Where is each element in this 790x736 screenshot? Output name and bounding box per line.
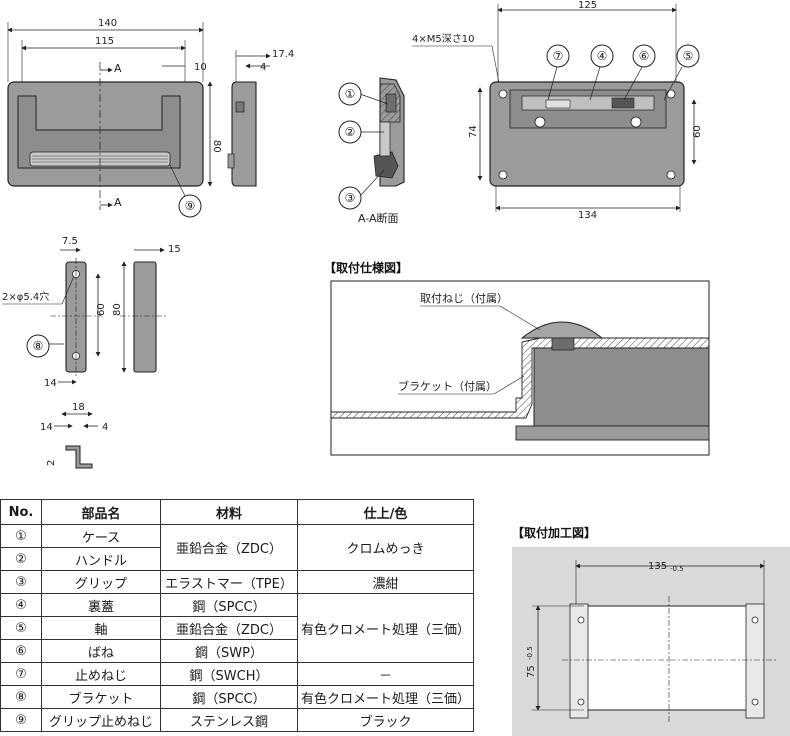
cutout-title: 【取付加工図】 — [512, 525, 596, 540]
callout-2: ② — [345, 125, 356, 139]
mounting-spec-title: 【取付仕様図】 — [324, 260, 408, 275]
cutout-width-tol: -0.5 — [670, 565, 684, 573]
dim-134: 134 — [578, 210, 597, 221]
mounting-bracket-label: ブラケット（付属） — [398, 379, 497, 393]
callout-7: ⑦ — [553, 49, 564, 63]
callout-8: ⑧ — [33, 339, 44, 353]
cutout-drawing: 【取付加工図】 135 -0.5 75 -0.5 — [512, 525, 790, 736]
dim-4: 4 — [260, 62, 266, 73]
cutout-width: 135 — [648, 561, 667, 572]
mounting-spec: 【取付仕様図】 取付ねじ（付属） ブラケット（付属） — [324, 260, 710, 456]
dim-60-back: 60 — [692, 125, 703, 138]
cutout-height-tol: -0.5 — [526, 646, 534, 660]
dim-17-4: 17.4 — [272, 49, 294, 60]
dim-10: 10 — [194, 62, 207, 73]
table-row: ⑦ 止めねじ 鋼（SWCH） － — [0, 662, 474, 686]
callout-3: ③ — [345, 191, 356, 205]
section-caption: A-A断面 — [358, 211, 399, 225]
side-view: 10 17.4 4 — [194, 49, 294, 187]
tap-note: 4×M5深さ10 — [412, 33, 474, 45]
table-header-row: No. 部品名 材料 仕上/色 — [0, 499, 474, 525]
dim-80-front: 80 — [211, 140, 222, 153]
header-name: 部品名 — [41, 499, 161, 525]
table-row: ③ グリップ エラストマー（TPE） 濃紺 — [0, 570, 474, 594]
dim-4-detail: 4 — [102, 422, 108, 433]
section-mark-a-top: A — [114, 62, 122, 75]
callout-1: ① — [345, 87, 356, 101]
callout-9-front — [178, 194, 202, 218]
table-row: ① ケース 亜鉛合金（ZDC） クロムめっき — [0, 524, 474, 571]
table-row: ② ハンドル — [0, 547, 474, 571]
dim-125: 125 — [578, 0, 597, 11]
dim-15: 15 — [168, 244, 181, 255]
table-row: ⑤ 軸 亜鉛合金（ZDC） — [0, 616, 474, 640]
dim-74: 74 — [468, 125, 479, 138]
dim-14-detail: 14 — [40, 422, 53, 433]
bracket-detail: 18 14 4 2 — [40, 402, 108, 469]
callout-4: ④ — [597, 49, 608, 63]
dim-115: 115 — [95, 36, 114, 47]
parts-table: No. 部品名 材料 仕上/色 ① ケース 亜鉛合金（ZDC） クロムめっき ②… — [0, 499, 474, 732]
svg-text:⑨: ⑨ — [185, 199, 196, 213]
dim-14: 14 — [44, 378, 57, 389]
table-row: ⑨ グリップ止めねじ ステンレス鋼 ブラック — [0, 708, 474, 732]
callout-6: ⑥ — [639, 49, 650, 63]
mounting-screw-label: 取付ねじ（付属） — [420, 292, 508, 305]
dim-60-bracket: 60 — [96, 303, 107, 316]
section-mark-a-bottom: A — [114, 196, 122, 209]
header-finish: 仕上/色 — [297, 499, 474, 525]
section-view: ① ② ③ A-A断面 — [338, 77, 405, 225]
table-row: ⑧ ブラケット 鋼（SPCC） 有色クロメート処理（三価） — [0, 685, 474, 709]
back-view: 125 4×M5深さ10 ⑦ ④ ⑥ ⑤ 74 60 — [412, 0, 703, 221]
dim-80-bracket: 80 — [112, 303, 123, 316]
header-material: 材料 — [160, 499, 298, 525]
header-no: No. — [0, 499, 42, 525]
handle-outline — [17, 95, 181, 169]
front-view: 140 115 A A 80 ⑨ — [7, 18, 222, 218]
dim-18: 18 — [72, 402, 85, 413]
dim-7-5: 7.5 — [62, 236, 78, 247]
holes-note: 2×φ5.4穴 — [2, 290, 49, 303]
cutout-height: 75 — [526, 665, 537, 678]
callout-5: ⑤ — [683, 49, 694, 63]
dim-140: 140 — [98, 18, 117, 29]
table-row: ④ 裏蓋 鋼（SPCC） 有色クロメート処理（三価） — [0, 593, 474, 663]
bracket-view: 7.5 2×φ5.4穴 60 14 ⑧ 15 80 — [2, 236, 181, 389]
dim-2: 2 — [46, 460, 57, 466]
